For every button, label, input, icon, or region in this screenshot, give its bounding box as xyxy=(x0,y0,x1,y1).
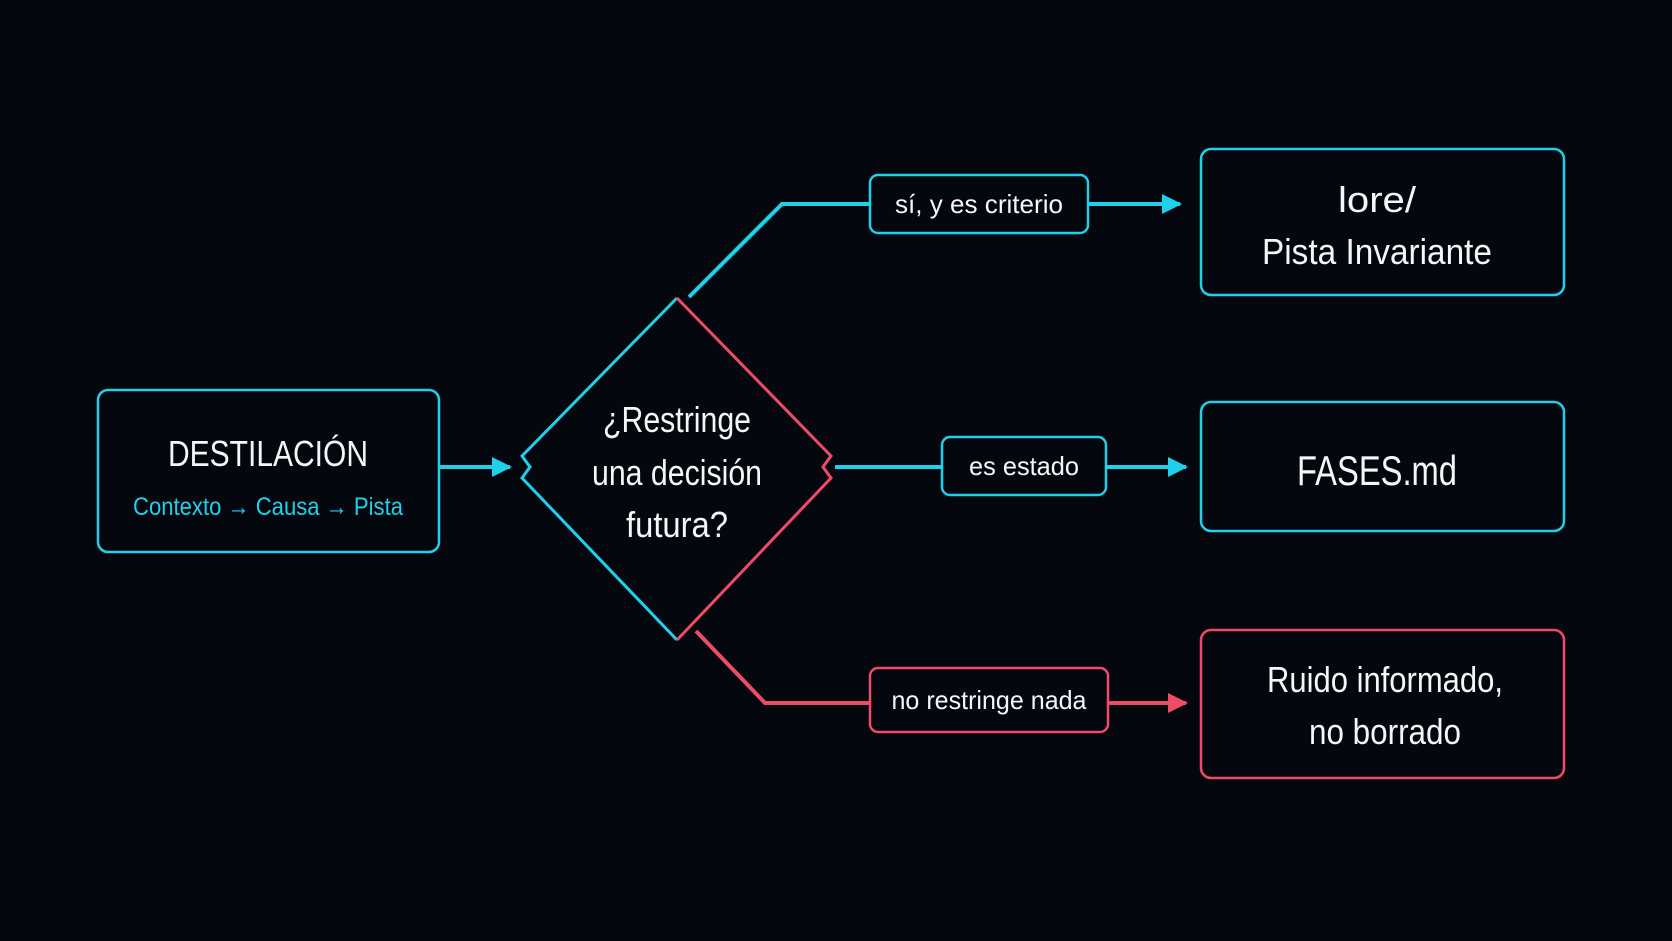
target-ruido-line-1: Ruido informado, xyxy=(1267,659,1503,700)
branch-estado: es estado FASES.md xyxy=(835,400,1566,533)
decision-question-line-2: una decisión xyxy=(592,452,762,493)
target-lore-line-2: Pista Invariante xyxy=(1262,231,1492,272)
target-fases-line-1: FASES.md xyxy=(1297,447,1457,494)
branch-criterio-label: sí, y es criterio xyxy=(895,189,1063,219)
target-ruido-line-2: no borrado xyxy=(1309,711,1461,752)
target-fases-box xyxy=(1199,400,1566,533)
branch-criterio: sí, y es criterio lore/ Pista Invariante xyxy=(687,147,1566,299)
target-ruido-box xyxy=(1199,628,1566,780)
connector-decision-ruido xyxy=(694,629,870,705)
decision-diamond-right-edge xyxy=(675,296,833,642)
connector-decision-criterio xyxy=(687,202,870,299)
source-subtitle: Contexto → Causa → Pista xyxy=(133,493,403,521)
branch-ruido: no restringe nada Ruido informado, no bo… xyxy=(694,628,1566,780)
target-lore-box xyxy=(1199,147,1566,297)
branch-ruido-label-box xyxy=(868,666,1110,734)
decision-question-line-1: ¿Restringe xyxy=(603,399,751,440)
branch-estado-label: es estado xyxy=(969,451,1079,481)
target-lore-line-1: lore/ xyxy=(1338,179,1416,220)
source-node-box xyxy=(96,388,441,554)
source-node: DESTILACIÓN Contexto → Causa → Pista xyxy=(96,388,441,554)
decision-node: ¿Restringe una decisión futura? xyxy=(520,296,833,642)
branch-ruido-label: no restringe nada xyxy=(892,685,1088,715)
decision-diamond-left-edge xyxy=(520,296,679,642)
source-title: DESTILACIÓN xyxy=(168,433,368,474)
decision-question-line-3: futura? xyxy=(626,504,728,545)
